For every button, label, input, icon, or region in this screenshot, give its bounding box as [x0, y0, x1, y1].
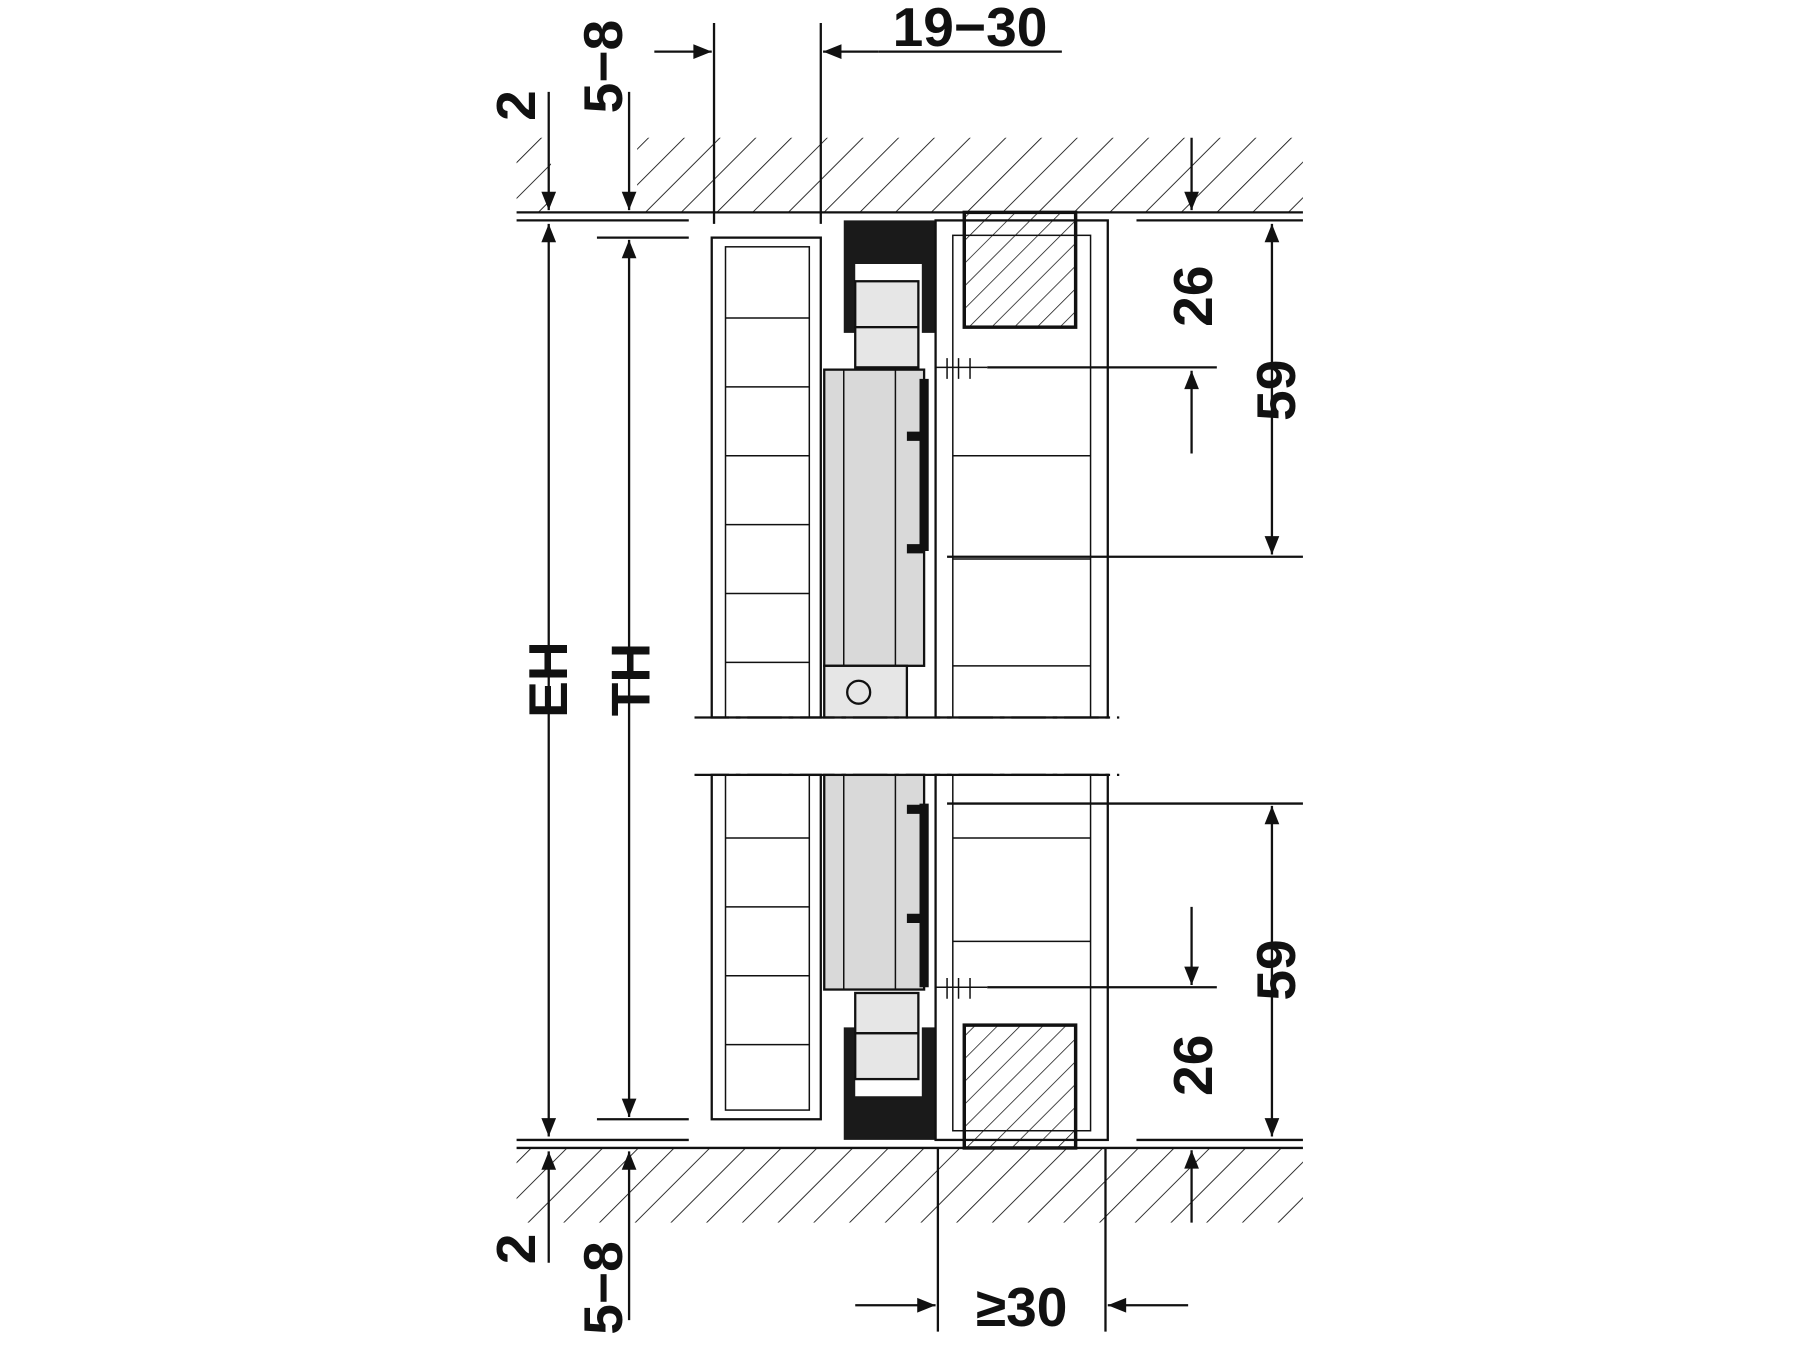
label-min-width: ≥30 — [976, 1276, 1068, 1338]
label-bottom-block: 26 — [1162, 1035, 1224, 1096]
label-bottom-clearance: 5−8 — [572, 1241, 634, 1334]
label-bottom-spacing: 59 — [1245, 939, 1307, 1000]
label-bottom-floor-gap: 2 — [485, 1234, 547, 1265]
label-top-ceiling-gap: 2 — [485, 90, 547, 121]
screws — [935, 358, 988, 999]
label-top-gap: 19−30 — [893, 0, 1048, 58]
door-panel-left — [710, 236, 822, 1121]
rail — [906, 378, 929, 988]
floor — [516, 1138, 1303, 1223]
label-top-clearance: 5−8 — [572, 20, 634, 113]
label-top-block: 26 — [1162, 266, 1224, 327]
label-top-spacing: 59 — [1245, 360, 1307, 421]
break-lines — [694, 716, 1120, 777]
guide-tube — [823, 368, 926, 991]
door-frame-right — [934, 210, 1109, 1150]
top-track-profile — [843, 220, 936, 369]
hex-screw-icon — [846, 679, 872, 705]
bottom-track-profile — [843, 991, 936, 1140]
dimension-labels: 19−30 5−8 2 EH TH 26 59 59 26 2 5−8 ≥30 — [485, 0, 1307, 1338]
ceiling — [516, 137, 1303, 222]
dimension-lines — [541, 22, 1303, 1332]
label-eh: EH — [517, 641, 579, 718]
label-th: TH — [600, 643, 662, 716]
